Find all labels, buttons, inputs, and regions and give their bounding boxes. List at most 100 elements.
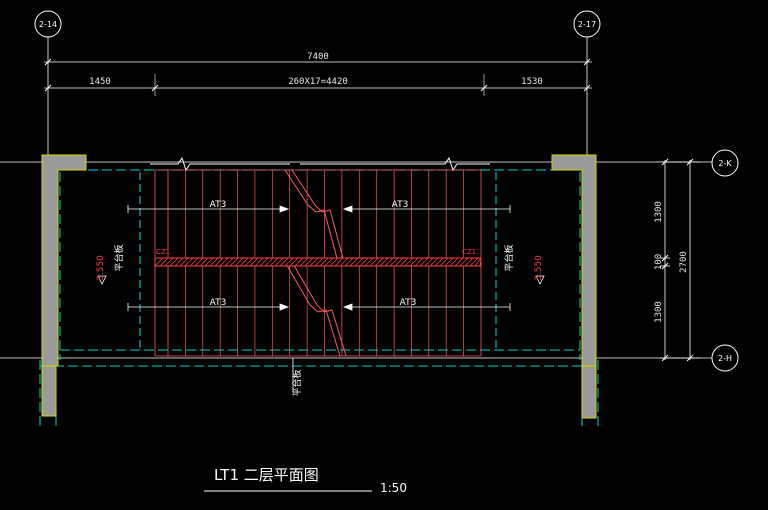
beam-hatch-line — [199, 257, 209, 267]
beam-hatch-line — [169, 257, 179, 267]
beam-hatch-line — [459, 257, 469, 267]
elevation-text: 3.550 — [534, 255, 544, 281]
beam-hatch-line — [184, 257, 194, 267]
beam-hatch-line — [474, 257, 482, 267]
beam-hatch-line — [274, 257, 284, 267]
elevation-marker-right: 3.550 — [534, 255, 545, 285]
beam-hatch-line — [329, 257, 339, 267]
beam-hatch-line — [154, 257, 164, 267]
beam-hatch-line — [159, 257, 169, 267]
dimension-right: 1300 100 1300 2700 — [654, 158, 712, 362]
dimension-text: 260X17=4420 — [288, 77, 348, 87]
platform-label-left: 平台板 — [113, 244, 125, 271]
wall-left — [41, 154, 87, 367]
beam-hatch-line — [174, 257, 184, 267]
break-line-left — [150, 156, 290, 172]
beam-hatch-line — [424, 257, 434, 267]
drawing-title: LT1 二层平面图 — [214, 466, 319, 484]
grid-axis-label: 2-H — [718, 354, 732, 363]
grid-axis-top-right: 2-17 — [573, 10, 601, 38]
beam-hatch-line — [304, 257, 314, 267]
grid-axis-label: 2-K — [718, 159, 732, 168]
beam-hatch-line — [234, 257, 244, 267]
beam-hatch-line — [244, 257, 254, 267]
beam-hatch-line — [289, 257, 299, 267]
beam-hatch-line — [369, 257, 379, 267]
beam-hatch-line — [294, 257, 304, 267]
beam-hatch-line — [399, 257, 409, 267]
elevation-text: 3.550 — [96, 255, 106, 281]
beam-hatch-line — [309, 257, 319, 267]
dimension-text: 1530 — [521, 77, 543, 87]
wall-right — [551, 154, 597, 367]
grid-axis-top-left: 2-14 — [34, 10, 62, 38]
beam-hatch-line — [204, 257, 214, 267]
beam-hatch-line — [429, 257, 439, 267]
beam-hatch-line — [219, 257, 229, 267]
cut-line — [284, 169, 347, 357]
beam-hatch-line — [249, 257, 259, 267]
dimension-text: 7400 — [307, 52, 329, 62]
beam-hatch-line — [189, 257, 199, 267]
at-label: AT3 — [392, 200, 409, 210]
elevation-marker-left: 3.550 — [96, 255, 107, 285]
cz-label-right: CZ1 — [462, 248, 476, 256]
at-label: AT3 — [210, 298, 227, 308]
beam-hatch-line — [419, 257, 429, 267]
beam-hatch-line — [359, 257, 369, 267]
beam-hatch-line — [349, 257, 359, 267]
dimension-text: 1450 — [89, 77, 111, 87]
beam-hatch-line — [434, 257, 444, 267]
beam-hatch-line — [269, 257, 279, 267]
beam-hatch-line — [384, 257, 394, 267]
beam-hatch-line — [214, 257, 224, 267]
beam-hatch-line — [464, 257, 474, 267]
beam-hatch-line — [259, 257, 269, 267]
beam-hatch-line — [299, 257, 309, 267]
beam-hatch-line — [364, 257, 374, 267]
grid-axis-label: 2-14 — [39, 20, 57, 29]
grid-axis-label: 2-17 — [578, 20, 596, 29]
beam-hatch-line — [479, 257, 482, 267]
beam-hatch-line — [449, 257, 459, 267]
at-label: AT3 — [210, 200, 227, 210]
dimension-text: 1300 — [654, 301, 664, 323]
dimension-text: 2700 — [679, 251, 689, 273]
beam-hatch-line — [324, 257, 334, 267]
drawing-scale: 1:50 — [380, 481, 407, 495]
column-lower-right — [581, 365, 597, 419]
beam-hatch-line — [404, 257, 414, 267]
beam-hatch-line — [279, 257, 289, 267]
direction-arrow-lower-right — [342, 303, 511, 311]
cz-label-left: CZ1 — [156, 248, 170, 256]
beam-hatch-line — [229, 257, 239, 267]
break-line-right — [300, 156, 490, 172]
beam-hatch-line — [394, 257, 404, 267]
cyan-outline — [39, 169, 600, 430]
beam-hatch-line — [344, 257, 354, 267]
beam-hatch-line — [194, 257, 204, 267]
beam-hatch-line — [314, 257, 324, 267]
beam-hatch-line — [179, 257, 189, 267]
stair-note: 平台板 — [291, 369, 303, 396]
dimension-text: 100 — [654, 254, 664, 270]
beam-hatch-line — [339, 257, 349, 267]
at-label: AT3 — [400, 298, 417, 308]
platform-label-right: 平台板 — [503, 244, 515, 271]
column-lower-left — [41, 365, 57, 417]
beam-hatch-line — [284, 257, 294, 267]
beam-hatch-line — [209, 257, 219, 267]
beam-hatch-line — [379, 257, 389, 267]
dimension-total: 7400 — [44, 52, 592, 66]
beam-hatch-line — [444, 257, 454, 267]
beam-hatch-line — [254, 257, 264, 267]
dimension-text: 1300 — [654, 201, 664, 223]
beam-hatch-line — [469, 257, 479, 267]
beam-hatch-line — [239, 257, 249, 267]
beam-hatch-line — [334, 257, 344, 267]
beam-hatch-line — [374, 257, 384, 267]
direction-arrow-upper-right — [342, 205, 511, 213]
beam-hatch-line — [454, 257, 464, 267]
center-beam — [154, 257, 482, 267]
